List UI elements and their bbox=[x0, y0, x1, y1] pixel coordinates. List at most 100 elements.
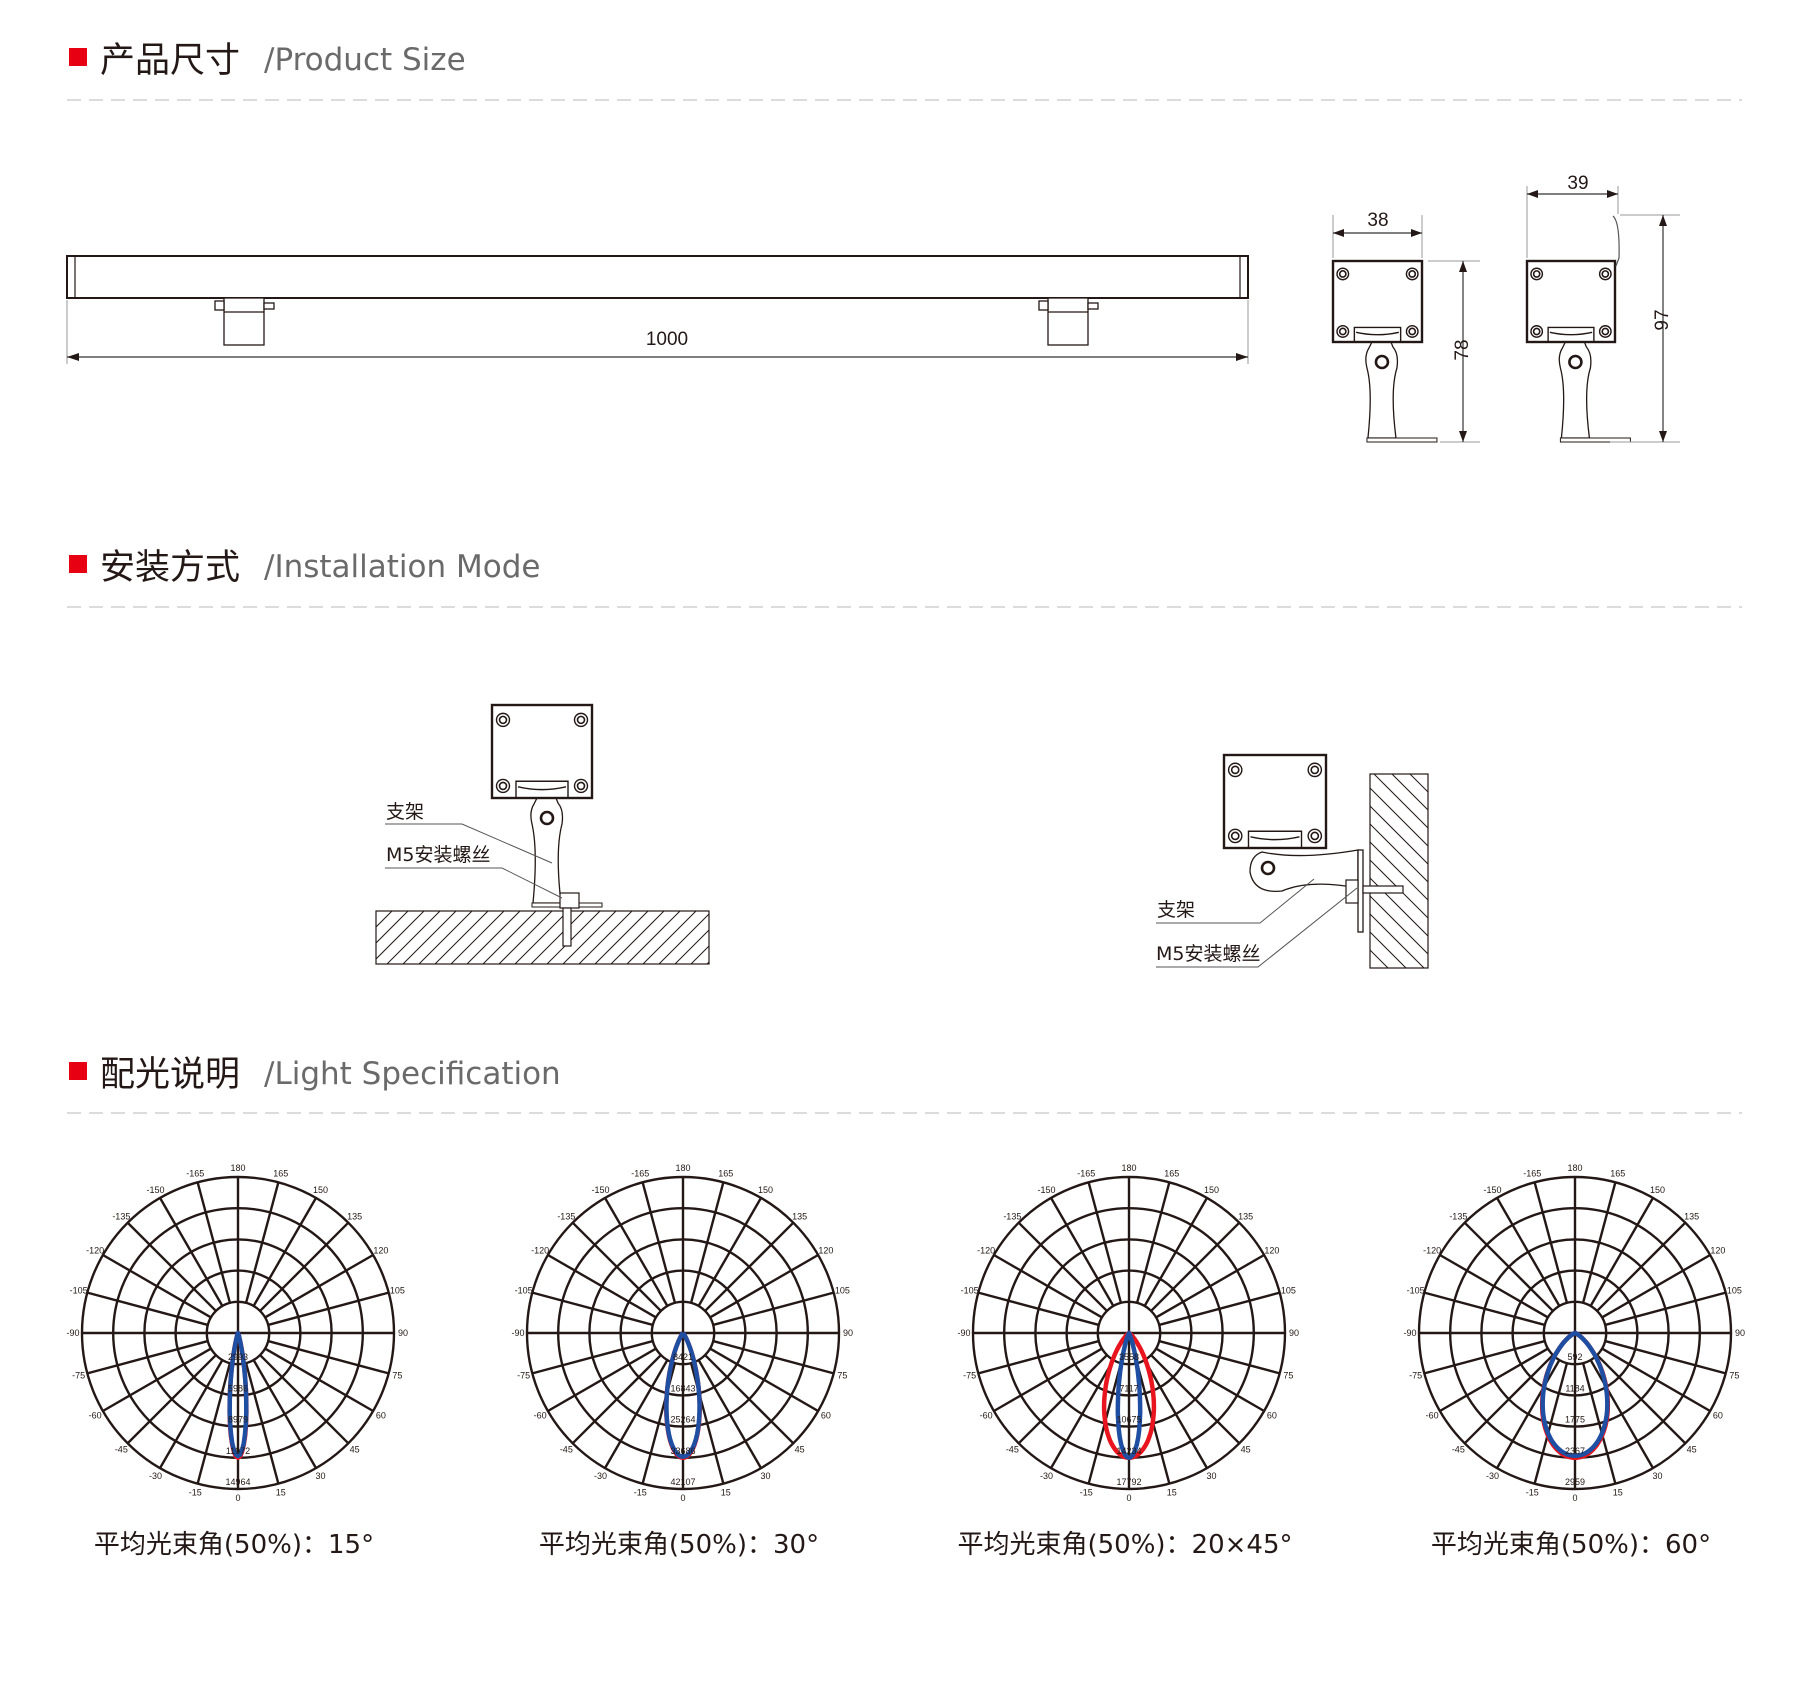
hatch-line bbox=[402, 910, 457, 965]
product-side-view-b bbox=[1525, 259, 1631, 443]
grid-spoke bbox=[1604, 1291, 1726, 1327]
angle-tick-label: 90 bbox=[398, 1328, 408, 1338]
angle-tick-label: 45 bbox=[795, 1445, 805, 1455]
grid-spoke bbox=[993, 1347, 1103, 1413]
hatch-line bbox=[642, 910, 697, 965]
radial-tick-label: 25264 bbox=[670, 1415, 695, 1425]
angle-tick-label: -45 bbox=[1006, 1445, 1019, 1455]
polar-chart: 1801651501351201059075604530150-15-30-45… bbox=[66, 1163, 408, 1560]
angle-tick-label: 135 bbox=[1684, 1211, 1699, 1221]
screw-head-icon bbox=[1310, 765, 1320, 775]
grid-spoke bbox=[244, 1182, 280, 1304]
hatch-line bbox=[498, 910, 553, 965]
angle-tick-label: -75 bbox=[1409, 1371, 1422, 1381]
product-front-view bbox=[66, 255, 1249, 346]
mounting-bracket-left bbox=[214, 297, 275, 346]
angle-tick-label: 120 bbox=[373, 1246, 388, 1256]
angle-tick-label: -15 bbox=[1526, 1487, 1539, 1497]
grid-spoke bbox=[1049, 1197, 1115, 1307]
screw-head-icon bbox=[1338, 327, 1347, 336]
angle-tick-label: -105 bbox=[1407, 1285, 1425, 1295]
grid-spoke bbox=[1439, 1253, 1549, 1319]
angle-tick-label: 45 bbox=[1241, 1445, 1251, 1455]
angle-tick-label: 60 bbox=[1713, 1411, 1723, 1421]
angle-tick-label: 90 bbox=[843, 1328, 853, 1338]
hatch-line bbox=[594, 910, 649, 965]
hatch-line bbox=[514, 910, 569, 965]
radial-tick-label: 8421 bbox=[673, 1352, 693, 1362]
angle-tick-label: 120 bbox=[1264, 1246, 1279, 1256]
hatch-line bbox=[1369, 913, 1425, 969]
grid-spoke bbox=[1017, 1221, 1108, 1312]
radial-tick-label: 11972 bbox=[226, 1446, 250, 1456]
angle-tick-label: -60 bbox=[89, 1411, 102, 1421]
radial-tick-label: 2959 bbox=[1565, 1477, 1585, 1487]
dimension-height-a: 78 bbox=[1428, 260, 1480, 443]
section-marker-icon bbox=[69, 1062, 87, 1080]
screw-icon bbox=[573, 712, 589, 728]
angle-tick-label: 165 bbox=[273, 1169, 288, 1179]
hatch-line bbox=[375, 910, 393, 928]
angle-tick-label: 75 bbox=[837, 1371, 847, 1381]
screw-head-icon bbox=[1230, 831, 1240, 841]
screw-icon bbox=[1307, 762, 1323, 778]
angle-tick-label: 90 bbox=[1735, 1328, 1745, 1338]
angle-tick-label: 105 bbox=[835, 1285, 850, 1295]
grid-spoke bbox=[697, 1197, 763, 1307]
angle-tick-label: -60 bbox=[534, 1411, 547, 1421]
angle-tick-label: 135 bbox=[347, 1211, 362, 1221]
angle-tick-label: 150 bbox=[313, 1185, 328, 1195]
grid-spoke bbox=[709, 1253, 819, 1319]
angle-tick-label: 15 bbox=[1167, 1487, 1177, 1497]
hatch-line bbox=[1369, 931, 1407, 969]
grid-spoke bbox=[252, 1359, 318, 1469]
section-marker-icon bbox=[69, 48, 87, 66]
angle-tick-label: 15 bbox=[721, 1487, 731, 1497]
grid-spoke bbox=[547, 1347, 657, 1413]
angle-tick-label: -150 bbox=[591, 1185, 609, 1195]
leader-line-screw bbox=[385, 867, 563, 899]
angle-tick-label: 75 bbox=[1729, 1371, 1739, 1381]
hatch-line bbox=[466, 910, 521, 965]
screw-icon bbox=[1530, 267, 1544, 281]
grid-spoke bbox=[712, 1339, 834, 1375]
mounting-bracket-right bbox=[1038, 297, 1099, 346]
installation-wall-mount: 支架 M5安装螺丝 bbox=[1156, 753, 1429, 969]
grid-spoke bbox=[1424, 1291, 1546, 1327]
base-plate bbox=[1366, 437, 1438, 443]
grid-spoke bbox=[547, 1253, 657, 1319]
grid-spoke bbox=[1589, 1197, 1655, 1307]
screw-icon bbox=[1598, 267, 1612, 281]
screw-icon bbox=[1227, 828, 1243, 844]
light-distribution-charts: 1801651501351201059075604530150-15-30-45… bbox=[66, 1163, 1745, 1560]
dimension-height-a-label: 78 bbox=[1452, 339, 1473, 360]
grid-spoke bbox=[264, 1253, 374, 1319]
grid-spoke bbox=[1495, 1197, 1561, 1307]
grid-spoke bbox=[1158, 1291, 1280, 1327]
section-marker-icon bbox=[69, 555, 87, 573]
angle-tick-label: 0 bbox=[1126, 1493, 1131, 1503]
grid-spoke bbox=[571, 1354, 662, 1445]
angle-tick-label: 180 bbox=[1121, 1163, 1136, 1173]
dimension-length: 1000 bbox=[66, 300, 1249, 364]
angle-tick-label: -135 bbox=[1449, 1211, 1467, 1221]
angle-tick-label: -75 bbox=[72, 1371, 85, 1381]
grid-spoke bbox=[1158, 1339, 1280, 1375]
grid-spoke bbox=[704, 1221, 795, 1312]
angle-tick-label: -120 bbox=[1423, 1246, 1441, 1256]
dimension-height-b-label: 97 bbox=[1652, 309, 1673, 330]
section-header-product-size: 产品尺寸 /Product Size bbox=[67, 41, 1742, 101]
radial-tick-label: 17792 bbox=[1116, 1477, 1141, 1487]
screw-icon bbox=[1530, 325, 1544, 338]
radial-tick-label: 8979 bbox=[228, 1415, 248, 1425]
angle-tick-label: 30 bbox=[315, 1471, 325, 1481]
leader-line-bracket bbox=[385, 823, 553, 864]
screw-head-icon bbox=[1310, 831, 1320, 841]
section-title-cn: 配光说明 bbox=[100, 1055, 240, 1095]
radial-tick-label: 7117 bbox=[1119, 1383, 1138, 1393]
grid-spoke bbox=[709, 1347, 819, 1413]
grid-spoke bbox=[102, 1253, 212, 1319]
lens-notch bbox=[1247, 830, 1303, 848]
angle-tick-label: 30 bbox=[1652, 1471, 1662, 1481]
